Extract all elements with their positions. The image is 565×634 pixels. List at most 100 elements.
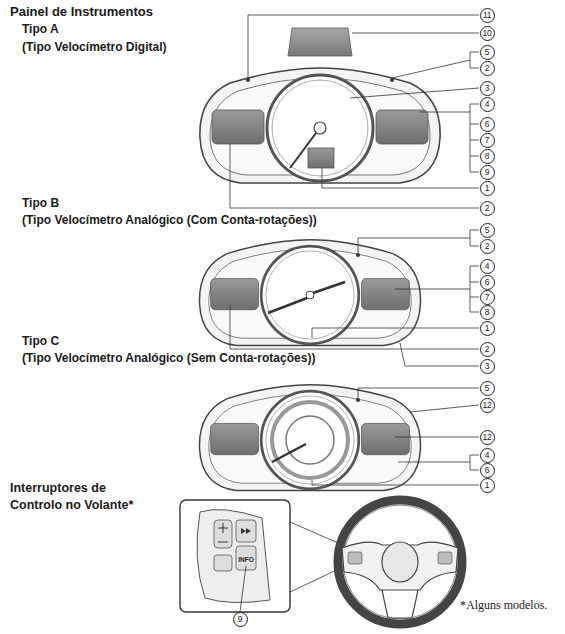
callout-number: 4 — [480, 448, 495, 463]
drawing-part — [197, 510, 270, 603]
panel-title: Painel de Instrumentos — [10, 4, 153, 19]
drawing-part — [343, 505, 457, 619]
callout-number: 9 — [480, 165, 495, 180]
callout-number: 1 — [480, 478, 495, 493]
drawing-part — [356, 398, 360, 402]
callout-number: 3 — [480, 359, 495, 374]
drawing-part — [288, 28, 352, 56]
drawing-part — [470, 104, 479, 172]
drawing-part — [241, 528, 251, 534]
drawing-part — [392, 60, 470, 78]
drawing-part — [470, 156, 479, 157]
drawing-part — [199, 240, 420, 346]
type-heading: Tipo C — [22, 334, 59, 348]
callout-number: 5 — [480, 381, 495, 396]
drawing-part — [180, 500, 290, 612]
drawing-part — [312, 480, 479, 485]
type-heading: Tipo A — [22, 22, 59, 36]
drawing-part — [313, 282, 345, 293]
drawing-part — [200, 68, 440, 183]
drawing-part — [410, 405, 479, 412]
callout-number: 5 — [480, 223, 495, 238]
drawing-part — [286, 416, 334, 464]
drawing-part — [420, 112, 470, 113]
callout-number: 8 — [480, 305, 495, 320]
drawing-part — [230, 15, 479, 208]
drawing-part — [268, 298, 307, 313]
callout-number: 12 — [480, 430, 495, 445]
footnote: *Alguns modelos. — [460, 598, 547, 613]
callout-number: 11 — [480, 8, 495, 23]
callout-number: 6 — [480, 117, 495, 132]
type-heading: Tipo B — [22, 196, 59, 210]
drawing-part — [470, 455, 479, 470]
callout-number: 10 — [480, 26, 495, 41]
drawing-part — [314, 122, 326, 134]
drawing-part — [398, 462, 470, 463]
callout-number: 8 — [480, 149, 495, 164]
drawing-part — [470, 297, 479, 298]
drawing-part — [223, 523, 224, 533]
callout-number: 2 — [480, 239, 495, 254]
drawing-part — [230, 305, 479, 349]
type-subtitle: (Tipo Velocímetro Digital) — [22, 40, 166, 54]
type-subtitle: (Tipo Velocímetro Analógico (Com Conta-r… — [22, 213, 317, 227]
drawing-part — [358, 238, 470, 253]
drawing-part — [342, 542, 458, 590]
drawing-part — [400, 343, 479, 366]
drawing-part — [214, 520, 232, 548]
callout-number: 12 — [480, 398, 495, 413]
drawing-part — [218, 542, 228, 543]
drawing-part — [470, 230, 479, 246]
drawing-part — [272, 402, 348, 478]
drawing-part — [390, 78, 394, 82]
drawing-part — [438, 552, 452, 564]
callout-number: 3 — [480, 81, 495, 96]
callout-number: 4 — [480, 97, 495, 112]
section-heading: Interruptores de Controlo no Volante* — [10, 480, 160, 514]
callout-number: 2 — [480, 342, 495, 357]
drawing-part — [272, 444, 306, 462]
drawing-part — [470, 266, 479, 312]
drawing-part — [230, 230, 479, 366]
drawing-part — [358, 388, 479, 398]
drawing-part — [338, 500, 462, 624]
drawing-part — [246, 78, 250, 82]
drawing-part — [312, 328, 479, 338]
button-label: INFO — [237, 556, 255, 563]
drawing-part — [322, 168, 479, 188]
callout-number: 6 — [480, 463, 495, 478]
callout-number: 9 — [233, 612, 248, 627]
drawing-part — [350, 88, 479, 98]
drawing-part — [395, 437, 479, 438]
drawing-part — [470, 140, 479, 141]
drawing-part — [470, 52, 479, 68]
drawing-part — [308, 148, 334, 168]
drawing-part — [395, 289, 470, 290]
callout-number: 2 — [480, 201, 495, 216]
callout-number: 5 — [480, 45, 495, 60]
callout-number: 1 — [480, 181, 495, 196]
drawing-part — [199, 385, 420, 491]
drawing-part — [248, 15, 479, 78]
callout-number: 1 — [480, 321, 495, 336]
drawing-part — [240, 566, 246, 612]
callout-number: 7 — [480, 290, 495, 305]
drawing-part — [230, 144, 479, 208]
drawing-part — [352, 33, 479, 34]
drawing-part — [214, 555, 232, 571]
callout-number: 6 — [480, 275, 495, 290]
callout-number: 7 — [480, 133, 495, 148]
drawing-part — [312, 388, 479, 485]
callout-number: 2 — [480, 61, 495, 76]
drawing-part — [470, 282, 479, 283]
drawing-part — [236, 520, 256, 542]
drawing-part — [382, 590, 418, 618]
drawing-part — [356, 253, 360, 257]
type-subtitle: (Tipo Velocímetro Analógico (Sem Conta-r… — [22, 351, 315, 365]
drawing-part — [470, 124, 479, 125]
drawing-part — [382, 542, 418, 582]
drawing-part — [348, 552, 362, 564]
callout-number: 4 — [480, 259, 495, 274]
